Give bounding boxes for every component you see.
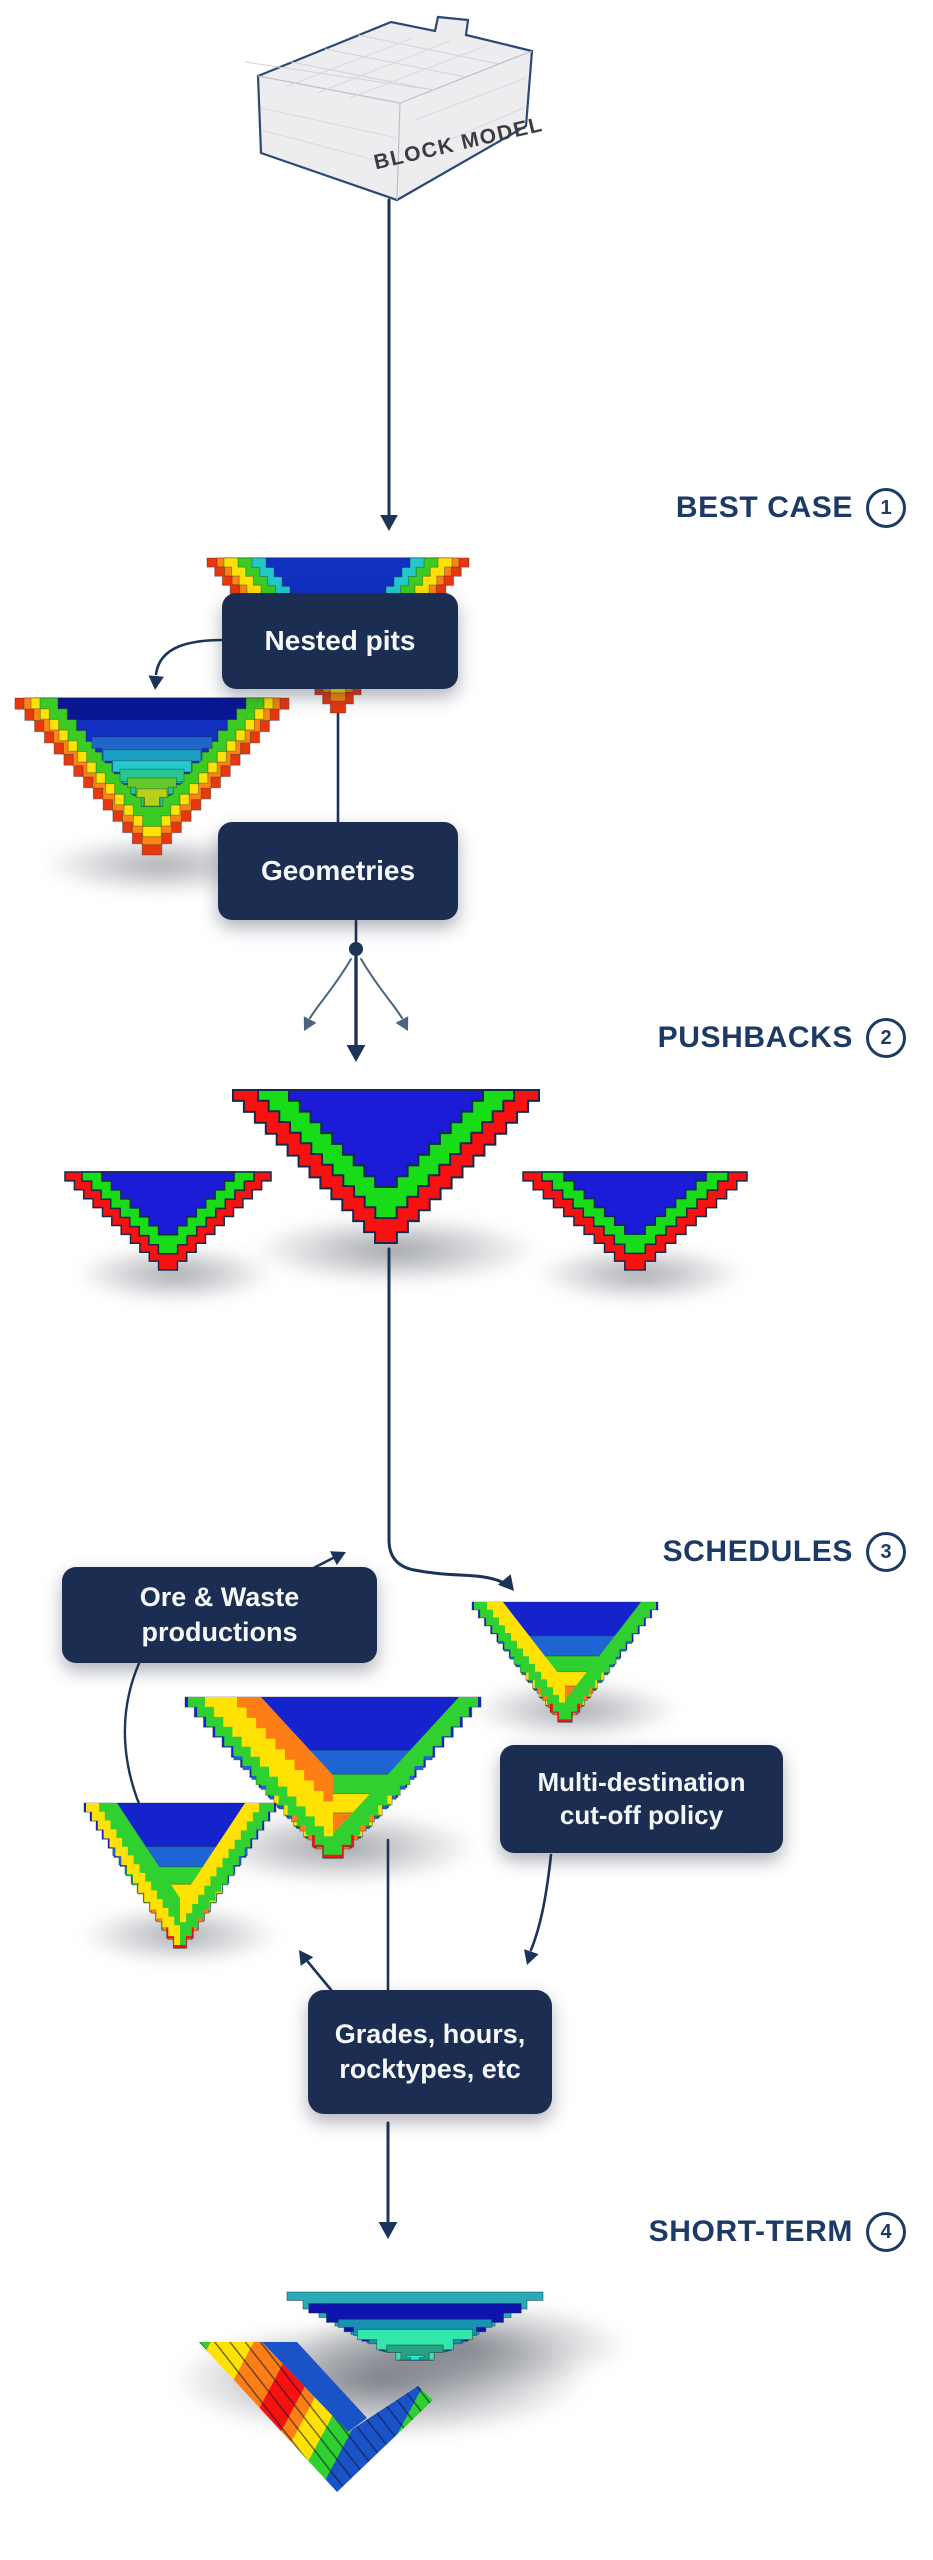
- grades-line2: rocktypes, etc: [339, 2054, 521, 2084]
- section-label-text: PUSHBACKS: [657, 1021, 853, 1054]
- grades-line1: Grades, hours,: [334, 2019, 526, 2050]
- flow-line: [309, 958, 352, 1019]
- pit-schedule-center: [184, 1696, 482, 1859]
- pit-pushback-left: [64, 1171, 272, 1271]
- arrowhead-icon: [378, 2222, 398, 2239]
- pit-schedule-top: [471, 1601, 659, 1723]
- pit-pushback-right: [522, 1171, 748, 1271]
- multi-destination-line1: Multi-destination: [537, 1766, 746, 1797]
- nested-pits-box: Nested pits: [222, 593, 458, 689]
- arrowhead-icon: [498, 1574, 514, 1591]
- multi-destination-box: Multi-destination cut-off policy: [500, 1745, 783, 1853]
- arrowhead-icon: [299, 1950, 314, 1966]
- arrowhead-icon: [346, 1045, 366, 1062]
- geometries-box-label: Geometries: [260, 855, 416, 887]
- section-label-text: BEST CASE: [675, 491, 853, 524]
- section-label-best-case: BEST CASE 1: [676, 488, 906, 528]
- pit-pushback-center: [232, 1089, 540, 1244]
- pit-nested-large: [14, 697, 290, 856]
- ore-waste-line1: Ore & Waste: [139, 1582, 300, 1613]
- flow-line: [360, 958, 403, 1019]
- arrowhead-icon: [303, 1016, 317, 1031]
- section-label-text: SCHEDULES: [662, 1535, 853, 1568]
- multi-destination-line2: cut-off policy: [559, 1800, 724, 1830]
- flow-line: [154, 638, 226, 676]
- pit-schedule-left: [83, 1802, 277, 1949]
- pit-short-term-hatched: [197, 2338, 437, 2496]
- section-label-schedules: SCHEDULES 3: [663, 1532, 906, 1572]
- ore-waste-line2: productions: [141, 1617, 298, 1647]
- arrowhead-icon: [380, 515, 398, 531]
- section-label-short-term: SHORT-TERM 4: [649, 2212, 906, 2252]
- arrowhead-icon: [330, 1551, 346, 1566]
- nested-pits-box-label: Nested pits: [264, 625, 416, 657]
- arrowhead-icon: [395, 1016, 409, 1031]
- flow-line: [387, 1247, 504, 1584]
- arrowhead-icon: [524, 1949, 539, 1965]
- hatched-pit-hatch-overlay: [199, 2342, 433, 2492]
- arrowhead-icon: [148, 675, 164, 690]
- step-badge: 2: [866, 1018, 906, 1058]
- flow-line: [306, 1960, 334, 1993]
- section-label-pushbacks: PUSHBACKS 2: [658, 1018, 906, 1058]
- pit-short-term-bench: [286, 2291, 544, 2361]
- step-badge: 4: [866, 2212, 906, 2252]
- step-badge: 3: [866, 1532, 906, 1572]
- block-model-graphic: BLOCK MODEL: [245, 15, 545, 202]
- branch-node-dot: [349, 942, 363, 956]
- geometries-box: Geometries: [218, 822, 458, 920]
- grades-box: Grades, hours, rocktypes, etc: [308, 1990, 552, 2114]
- section-label-text: SHORT-TERM: [648, 2215, 853, 2248]
- ore-waste-box: Ore & Waste productions: [62, 1567, 377, 1663]
- step-badge: 1: [866, 488, 906, 528]
- flow-line: [529, 1853, 553, 1952]
